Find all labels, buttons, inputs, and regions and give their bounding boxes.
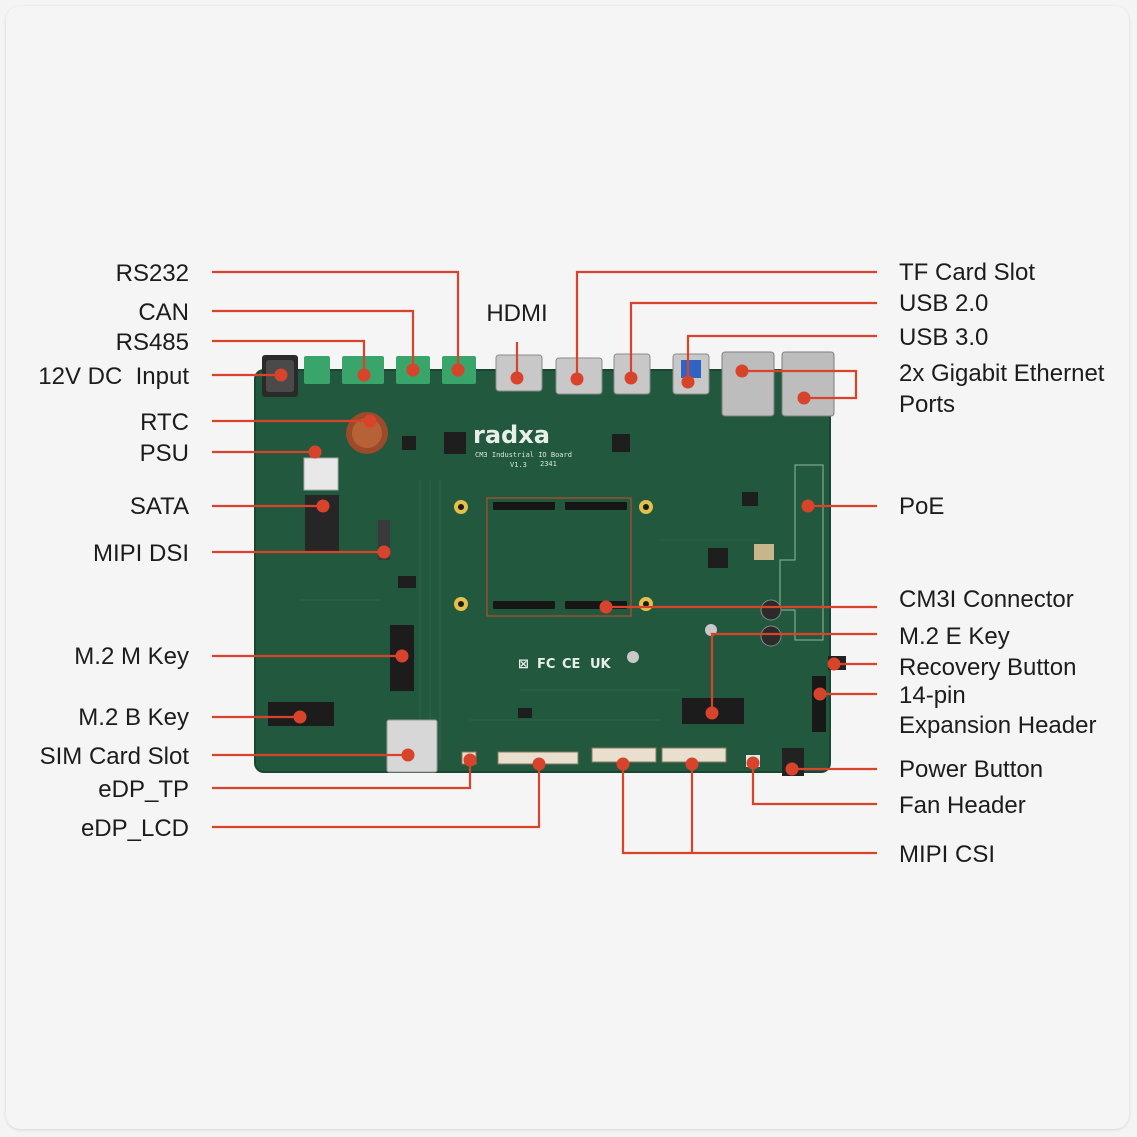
board-version: V1.3 (510, 461, 527, 469)
svg-text:UK: UK (590, 657, 612, 672)
label-dc-input: 12V DC Input (38, 363, 189, 390)
label-m2-m-key: M.2 M Key (74, 643, 189, 670)
terminal-blocks (304, 356, 476, 384)
label-edp-tp: eDP_TP (98, 776, 189, 803)
callout-line-edp-lcd (212, 764, 541, 829)
capacitors (760, 599, 782, 647)
label-tf-card-slot: TF Card Slot (899, 259, 1035, 286)
label-mipi-csi: MIPI CSI (899, 841, 995, 868)
label-hdmi: HDMI (486, 300, 547, 327)
callout-line-tf-card (575, 270, 877, 379)
callout-line-rs485 (212, 339, 366, 375)
label-rs485: RS485 (116, 329, 189, 356)
label-usb-30: USB 3.0 (899, 324, 988, 351)
callout-line-rs232 (212, 270, 460, 370)
label-poe: PoE (899, 493, 944, 520)
callout-line-usb30 (686, 334, 877, 382)
label-expansion-line1: 14-pin (899, 682, 966, 709)
callout-line-edp-tp (212, 760, 472, 790)
label-cm3i-connector: CM3I Connector (899, 586, 1074, 613)
board-brand: radxa (473, 421, 550, 449)
certification-marks: ⊠ FC CE UK (518, 657, 612, 672)
label-power-button: Power Button (899, 756, 1043, 783)
label-usb-20: USB 2.0 (899, 290, 988, 317)
label-ethernet-line2: Ports (899, 391, 955, 418)
callout-line-mipi-csi (621, 764, 877, 855)
callout-line-m2-e-key (710, 632, 877, 713)
label-mipi-dsi: MIPI DSI (93, 540, 189, 567)
board-date: 2341 (540, 460, 557, 468)
svg-text:CE: CE (562, 657, 580, 672)
board-model: CM3 Industrial IO Board (475, 451, 572, 459)
chips (398, 432, 758, 718)
label-psu: PSU (140, 440, 189, 467)
label-sim-card-slot: SIM Card Slot (40, 743, 190, 770)
callout-dots (274, 363, 841, 776)
label-m2-b-key: M.2 B Key (78, 704, 189, 731)
psu-connector (303, 457, 339, 491)
callout-line-usb20 (629, 301, 877, 378)
label-expansion-line2: Expansion Header (899, 712, 1096, 739)
label-rtc: RTC (140, 409, 189, 436)
cm3i-module-outline (486, 497, 632, 617)
label-sticker (754, 544, 774, 560)
sim-card-slot-part (386, 719, 438, 773)
label-rs232: RS232 (116, 260, 189, 287)
expansion-header-part (812, 676, 826, 732)
label-fan-header: Fan Header (899, 792, 1026, 819)
svg-text:FC: FC (537, 657, 555, 672)
callout-line-ethernet-a (742, 369, 858, 400)
top-ports (495, 351, 835, 417)
label-can: CAN (138, 299, 189, 326)
label-sata: SATA (130, 493, 189, 520)
label-m2-e-key: M.2 E Key (899, 623, 1010, 650)
label-edp-lcd: eDP_LCD (81, 815, 189, 842)
callout-line-can (212, 309, 415, 370)
bottom-connectors (461, 747, 727, 765)
svg-text:⊠: ⊠ (518, 657, 529, 672)
label-ethernet-line1: 2x Gigabit Ethernet (899, 360, 1105, 387)
label-recovery-button: Recovery Button (899, 654, 1076, 681)
callout-line-fan (751, 763, 877, 806)
